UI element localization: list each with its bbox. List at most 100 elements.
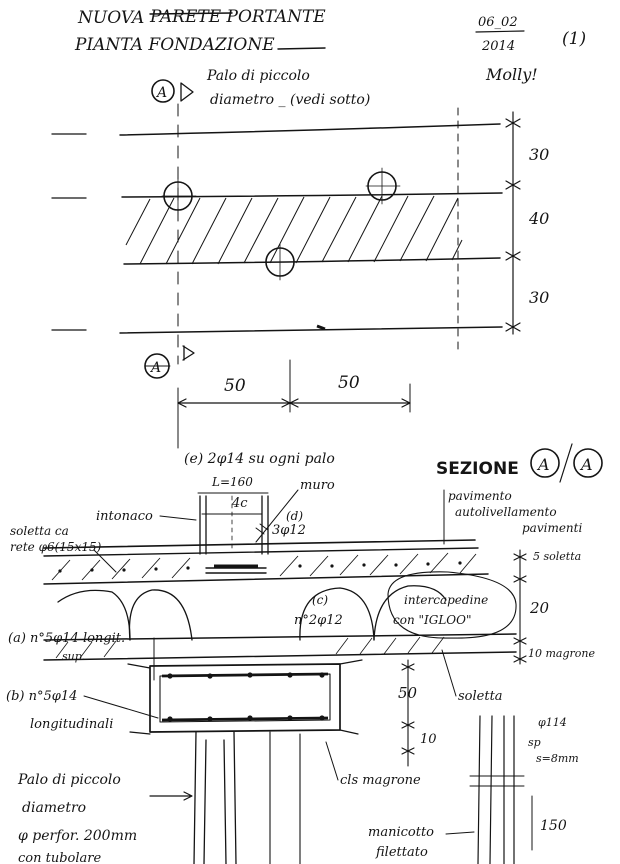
pile-text-2: diametro [22, 800, 86, 816]
date-block: 06_02 2014 Molly! (1) [475, 15, 586, 84]
pile-note-line-2: diametro _ (vedi sotto) [210, 92, 370, 108]
igloo-arch [373, 585, 447, 641]
dim-detail: 150 [540, 818, 567, 834]
dimension-arrows [177, 398, 411, 408]
slab-hatch [51, 552, 477, 581]
note-e: (e) 2φ14 su ogni palo [184, 451, 335, 467]
igloo-arch [57, 589, 131, 641]
strike-through-line [149, 12, 233, 15]
foundation-plan: A Palo di piccolo diametro _ (vedi sotto… [51, 68, 549, 449]
note-c-value: n°2φ12 [294, 613, 343, 628]
dim-footing: 40 [528, 209, 549, 228]
magrone-label: cls magrone [340, 773, 421, 788]
igloo-arch [128, 589, 193, 641]
dimension-tick [505, 118, 521, 128]
vespaio-callout [387, 571, 517, 639]
dimension-tick [505, 322, 521, 332]
title-line-2: PIANTA FONDAZIONE [74, 35, 275, 55]
intonaco-label: intonaco [96, 509, 153, 524]
dimension-tick [505, 180, 521, 190]
magrone-top-line [43, 633, 517, 641]
dim-vespaio: 20 [529, 599, 550, 617]
beam-rebar-dots [167, 672, 325, 722]
igloo-arch [299, 587, 375, 641]
pile-axis-icon [161, 177, 197, 215]
section-marker-top-label: A [155, 85, 167, 101]
title-underline [277, 47, 326, 50]
sleeve-label-1: manicotto [368, 825, 434, 840]
date-year: 2014 [481, 39, 515, 54]
title-line-1: NUOVA [77, 8, 144, 28]
note-a-line-1: (a) n°5φ14 longit. [8, 631, 125, 646]
dim-beam-height: 50 [398, 684, 418, 702]
detail-thickness: s=8mm [536, 752, 579, 765]
dim-beam-base: 10 [420, 732, 437, 747]
beam-top-rebar [205, 567, 267, 574]
width-label: 4c [231, 496, 248, 511]
footing-edge-top [121, 192, 503, 198]
section-marker-top-icon [151, 79, 175, 103]
slab-bottom-line [43, 573, 489, 585]
detail-sp: sp [528, 736, 541, 749]
dim-bottom-band: 30 [529, 288, 549, 307]
section-marker-right-icon [573, 448, 603, 478]
leader-line [93, 549, 117, 573]
date-divider [475, 30, 525, 33]
pile-note-line-1: Palo di piccolo [206, 68, 310, 84]
slab-link-line [339, 659, 363, 735]
section-marker-left: A [536, 455, 550, 474]
wall-outline [199, 495, 269, 555]
marker-slash [559, 443, 573, 483]
length-label: L=160 [211, 475, 253, 489]
date-day-month: 06_02 [478, 15, 518, 30]
beam-bottom-bars [161, 716, 329, 722]
floor-label-1: pavimento [448, 489, 512, 503]
floor-top-line [43, 539, 476, 549]
tube-joint [469, 775, 525, 787]
pile-text-1: Palo di piccolo [17, 772, 121, 788]
leader-line [159, 515, 197, 521]
note-c-letter: (c) [312, 593, 328, 607]
slab-link-line [127, 663, 151, 735]
sleeve-label-2: filettato [375, 845, 428, 860]
dim-top-band: 30 [529, 145, 549, 164]
note-b-line-1: (b) n°5φ14 [6, 689, 77, 704]
beam-top-bars [161, 672, 329, 678]
section-marker-right: A [579, 455, 593, 474]
section-arrow-bottom-icon [182, 345, 195, 361]
dimension-ticks [401, 663, 415, 755]
muro-label: muro [300, 478, 335, 493]
rebar-dots [58, 561, 462, 573]
section-marker-left-icon [530, 448, 560, 478]
soletta-label: soletta [458, 689, 503, 704]
dimension-ticks [513, 553, 527, 663]
plan-boundary-top [119, 123, 501, 136]
title-block: NUOVA PARETE PORTANTE PIANTA FONDAZIONE [74, 7, 326, 55]
leader-line [445, 831, 475, 835]
dim-soletta: 5 soletta [533, 550, 581, 563]
tube-detail [477, 715, 515, 864]
floor-label-3: pavimenti [522, 521, 582, 535]
note-d-letter: (d) [286, 509, 303, 523]
section-marker-bottom-label: A [149, 360, 161, 376]
magrone-hatch [55, 636, 445, 659]
note-a-line-2: sup. [62, 650, 85, 663]
note-b-line-2: longitudinali [30, 717, 113, 732]
vespaio-label-2: con "IGLOO" [393, 613, 472, 627]
footing-hatch [125, 195, 463, 265]
slab-rebar-1: soletta ca [10, 524, 69, 538]
leader-line [83, 695, 159, 719]
dim-left-span: 50 [224, 376, 246, 396]
beam-stirrup [159, 673, 331, 723]
sheet-number: (1) [562, 29, 586, 49]
screed-line [43, 547, 479, 557]
dimension-tick [505, 251, 521, 261]
ink-dot [316, 324, 326, 331]
plan-boundary-bottom [119, 326, 503, 334]
dim-right-span: 50 [338, 373, 360, 393]
vespaio-label-1: intercapedine [404, 593, 488, 607]
dim-magrone: 10 magrone [528, 647, 595, 660]
leader-line [325, 741, 339, 781]
pile-axis-icon [263, 243, 299, 281]
